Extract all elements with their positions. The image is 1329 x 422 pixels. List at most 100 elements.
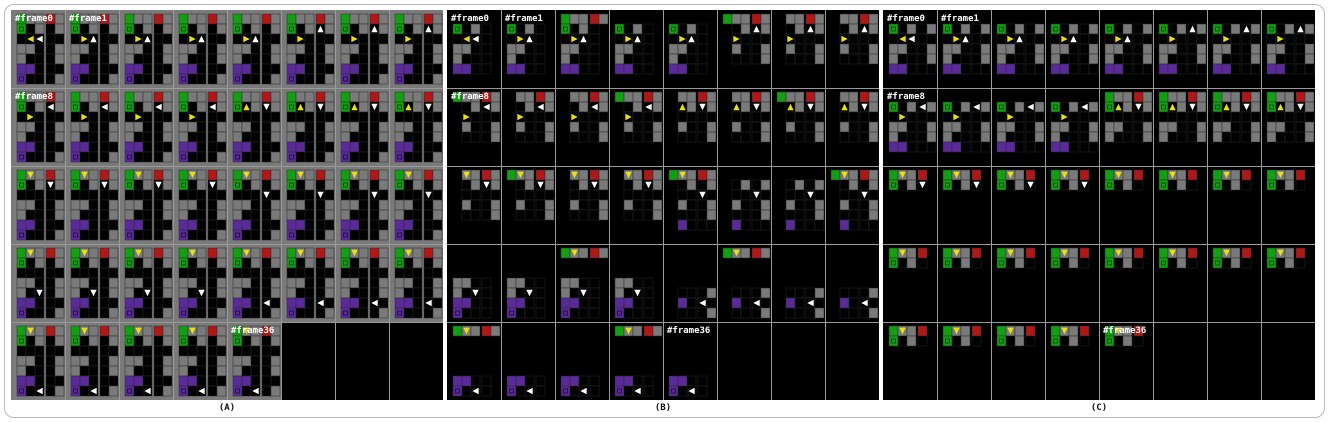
frame-tile [937, 88, 991, 166]
agent-yellow-icon [351, 249, 358, 257]
grid-separator [447, 166, 879, 167]
frame-tile [281, 88, 335, 166]
agent-yellow-icon [1169, 35, 1176, 43]
caption-a: (A) [218, 403, 236, 413]
frame-grid-image [11, 10, 65, 88]
frame-grid-image [1099, 10, 1153, 88]
frame-tile [555, 10, 609, 88]
frame-grid-image [173, 322, 227, 400]
agent-white-icon [861, 25, 868, 33]
agent-white-icon [526, 289, 533, 297]
frame-grid-image [501, 322, 555, 400]
frame-tile [335, 166, 389, 244]
frame-tile [1207, 88, 1261, 166]
agent-yellow-icon [571, 249, 578, 257]
frame-grid-image [335, 166, 389, 244]
agent-yellow-icon [899, 249, 906, 257]
frame-tile [1207, 166, 1261, 244]
frame-tile [11, 244, 65, 322]
grid-separator [717, 10, 718, 400]
agent-yellow-icon [1223, 103, 1230, 111]
frame-grid-image [335, 244, 389, 322]
agent-white-icon [198, 289, 205, 297]
agent-yellow-icon [1061, 171, 1068, 179]
agent-white-icon [1189, 25, 1196, 33]
frame-tile [555, 322, 609, 400]
frame-grid-image [389, 88, 443, 166]
agent-yellow-icon [571, 35, 578, 43]
frame-grid-image [173, 166, 227, 244]
frame-tile [1207, 244, 1261, 322]
agent-white-icon [1297, 103, 1304, 111]
agent-yellow-icon [463, 327, 470, 335]
agent-yellow-icon [1115, 35, 1122, 43]
agent-white-icon [1135, 103, 1142, 111]
frame-tile [771, 88, 825, 166]
agent-yellow-icon [405, 249, 412, 257]
frame-grid-image [1207, 10, 1261, 88]
frame-tile [771, 10, 825, 88]
frame-tile [883, 244, 937, 322]
grid-separator [11, 244, 443, 245]
frame-tile [609, 322, 663, 400]
frame-tile [447, 244, 501, 322]
frame-grid-image [663, 10, 717, 88]
agent-yellow-icon [135, 327, 142, 335]
frame-grid-image [1045, 322, 1099, 400]
frame-grid-image [281, 10, 335, 88]
frame-grid-image [11, 88, 65, 166]
agent-white-icon [645, 181, 652, 189]
frame-tile [65, 166, 119, 244]
agent-yellow-icon [517, 171, 524, 179]
agent-white-icon [209, 181, 216, 189]
agent-yellow-icon [405, 171, 412, 179]
agent-yellow-icon [899, 35, 906, 43]
frame-grid-image [771, 166, 825, 244]
frame-tile [771, 244, 825, 322]
frame-tile [937, 322, 991, 400]
agent-yellow-icon [189, 327, 196, 335]
agent-white-icon [263, 103, 270, 111]
agent-white-icon [688, 35, 695, 43]
agent-yellow-icon [81, 327, 88, 335]
frame-tile [389, 244, 443, 322]
frame-grid-image [609, 166, 663, 244]
agent-white-icon [252, 387, 259, 395]
agent-white-icon [537, 103, 544, 111]
frame-label: #frame8 [451, 92, 489, 102]
frame-tile [717, 244, 771, 322]
frame-grid-image [389, 10, 443, 88]
agent-white-icon [371, 103, 378, 111]
agent-white-icon [1124, 35, 1131, 43]
frame-grid-image [883, 166, 937, 244]
agent-yellow-icon [1061, 113, 1068, 121]
frame-tile [825, 244, 879, 322]
frame-tile [1261, 244, 1315, 322]
frame-grid-image [937, 322, 991, 400]
agent-yellow-icon [625, 113, 632, 121]
frame-tile [227, 322, 281, 400]
frame-tile [11, 10, 65, 88]
frame-tile [1153, 10, 1207, 88]
agent-white-icon [371, 191, 378, 199]
frame-grid-image [1099, 88, 1153, 166]
frame-grid-image [825, 244, 879, 322]
grid-separator [447, 88, 879, 89]
frame-grid-image [991, 88, 1045, 166]
panel-a-full-observation: #frame0#frame1#frame8#frame36 [11, 10, 443, 400]
agent-white-icon [1297, 25, 1304, 33]
agent-yellow-icon [1277, 249, 1284, 257]
agent-yellow-icon [1169, 249, 1176, 257]
grid-separator [447, 244, 879, 245]
caption-b: (B) [654, 403, 672, 413]
agent-white-icon [753, 299, 760, 307]
frame-tile [173, 244, 227, 322]
agent-white-icon [591, 181, 598, 189]
agent-white-icon [861, 191, 868, 199]
agent-white-icon [317, 191, 324, 199]
frame-tile [281, 244, 335, 322]
frame-grid-image [771, 88, 825, 166]
frame-tile [1045, 10, 1099, 88]
frame-grid-image [1045, 88, 1099, 166]
agent-yellow-icon [135, 113, 142, 121]
